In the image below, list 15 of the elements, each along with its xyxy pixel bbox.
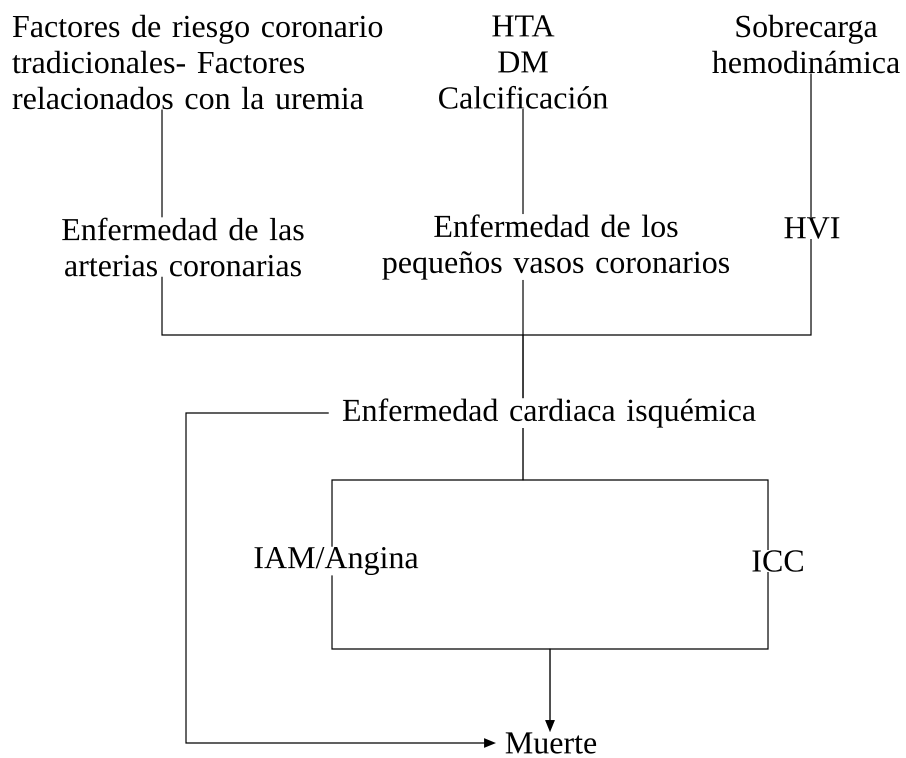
text-label: HTA DM Calcificación (439, 15, 608, 109)
connector-line (522, 428, 769, 550)
connector-line (522, 239, 812, 398)
connector-line (161, 110, 163, 218)
text-label: Sobrecarga hemodinámica (712, 14, 900, 74)
text-label: Enfermedad de los pequeños vasos coronarios (382, 214, 730, 280)
text-label: IAM/Angina (254, 546, 418, 576)
text-label: HVI (784, 217, 840, 239)
text-label: Enfermedad cardiaca isquémica (342, 398, 756, 428)
text-label: Muerte (506, 732, 596, 754)
text-label: Enfermedad de las arterias coronarias (62, 218, 304, 276)
text-label: ICC (752, 550, 803, 572)
connector-line (810, 74, 812, 218)
connector-line (522, 109, 524, 214)
text-label: Factores de riesgo coronario tradicionales- Factores relacionados con la uremia (12, 14, 382, 110)
